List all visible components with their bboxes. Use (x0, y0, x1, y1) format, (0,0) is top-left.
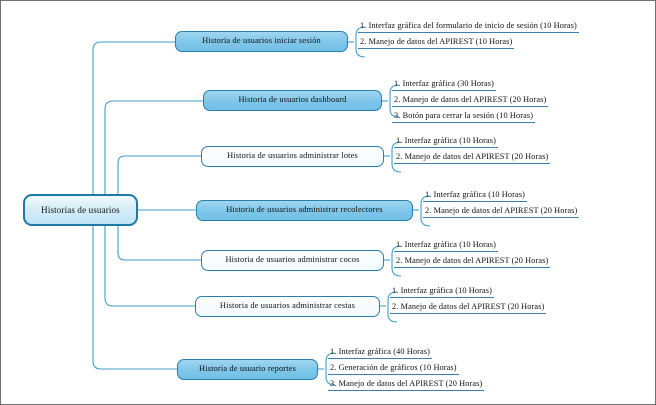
sub-item[interactable]: 1. Interfaz gráfica (10 Horas) (394, 240, 498, 252)
branch-node-administrar-cestas[interactable]: Historia de usuarios administrar cestas (195, 296, 380, 317)
sub-item[interactable]: 3. Manejo de datos del APIREST (20 Horas… (328, 379, 485, 391)
branch-label: Historia de usuarios iniciar sesión (202, 36, 321, 46)
sub-item[interactable]: 2. Generación de gráficos (10 Horas) (328, 363, 459, 375)
branch-label: Historia de usuarios dashboard (238, 95, 347, 105)
sub-item[interactable]: 2. Manejo de datos del APIREST (20 Horas… (390, 302, 547, 314)
branch-node-dashboard[interactable]: Historia de usuarios dashboard (203, 90, 382, 111)
branch-label: Historia de usuarios administrar lotes (227, 151, 358, 161)
connector-iniciar-sesion (92, 41, 175, 211)
sub-item[interactable]: 2. Manejo de datos del APIREST (20 Horas… (394, 256, 551, 268)
branch-node-administrar-recolectores[interactable]: Historia de usuarios administrar recolec… (196, 200, 413, 221)
branch-node-iniciar-sesion[interactable]: Historia de usuarios iniciar sesión (175, 31, 348, 52)
sub-item[interactable]: 1. Interfaz gráfica (10 Horas) (390, 286, 494, 298)
sub-item[interactable]: 1. Interfaz gráfica (30 Horas) (392, 79, 496, 91)
connector-reportes (92, 209, 177, 370)
sub-item[interactable]: 1. Interfaz gráfica (40 Horas) (328, 347, 432, 359)
sub-item[interactable]: 3. Botón para cerrar la sesión (10 Horas… (392, 111, 536, 123)
branch-label: Historia de usuarios administrar cestas (219, 301, 356, 311)
branch-node-administrar-cocos[interactable]: Historia de usuarios administrar cocos (201, 250, 384, 271)
branch-label: Historia de usuarios administrar recolec… (226, 205, 383, 215)
sub-item[interactable]: 2. Manejo de datos del APIREST (10 Horas… (358, 37, 515, 49)
branch-node-reportes[interactable]: Historia de usuario reportes (177, 359, 318, 380)
sub-item[interactable]: 2. Manejo de datos del APIREST (20 Horas… (392, 95, 549, 107)
root-node-label: Historias de usuarios (41, 204, 120, 215)
sub-item[interactable]: 2. Manejo de datos del APIREST (20 Horas… (423, 206, 580, 218)
branch-node-administrar-lotes[interactable]: Historia de usuarios administrar lotes (201, 146, 384, 167)
root-node[interactable]: Historias de usuarios (23, 194, 138, 226)
sub-item[interactable]: 2. Manejo de datos del APIREST (20 Horas… (394, 152, 551, 164)
branch-label: Historia de usuario reportes (199, 364, 296, 374)
sub-item[interactable]: 1. Interfaz gráfica del formulario de in… (358, 21, 579, 33)
branch-label: Historia de usuarios administrar cocos (225, 255, 360, 265)
sub-item[interactable]: 1. Interfaz gráfica (10 Horas) (423, 190, 527, 202)
sub-item[interactable]: 1. Interfaz gráfica (10 Horas) (394, 136, 498, 148)
